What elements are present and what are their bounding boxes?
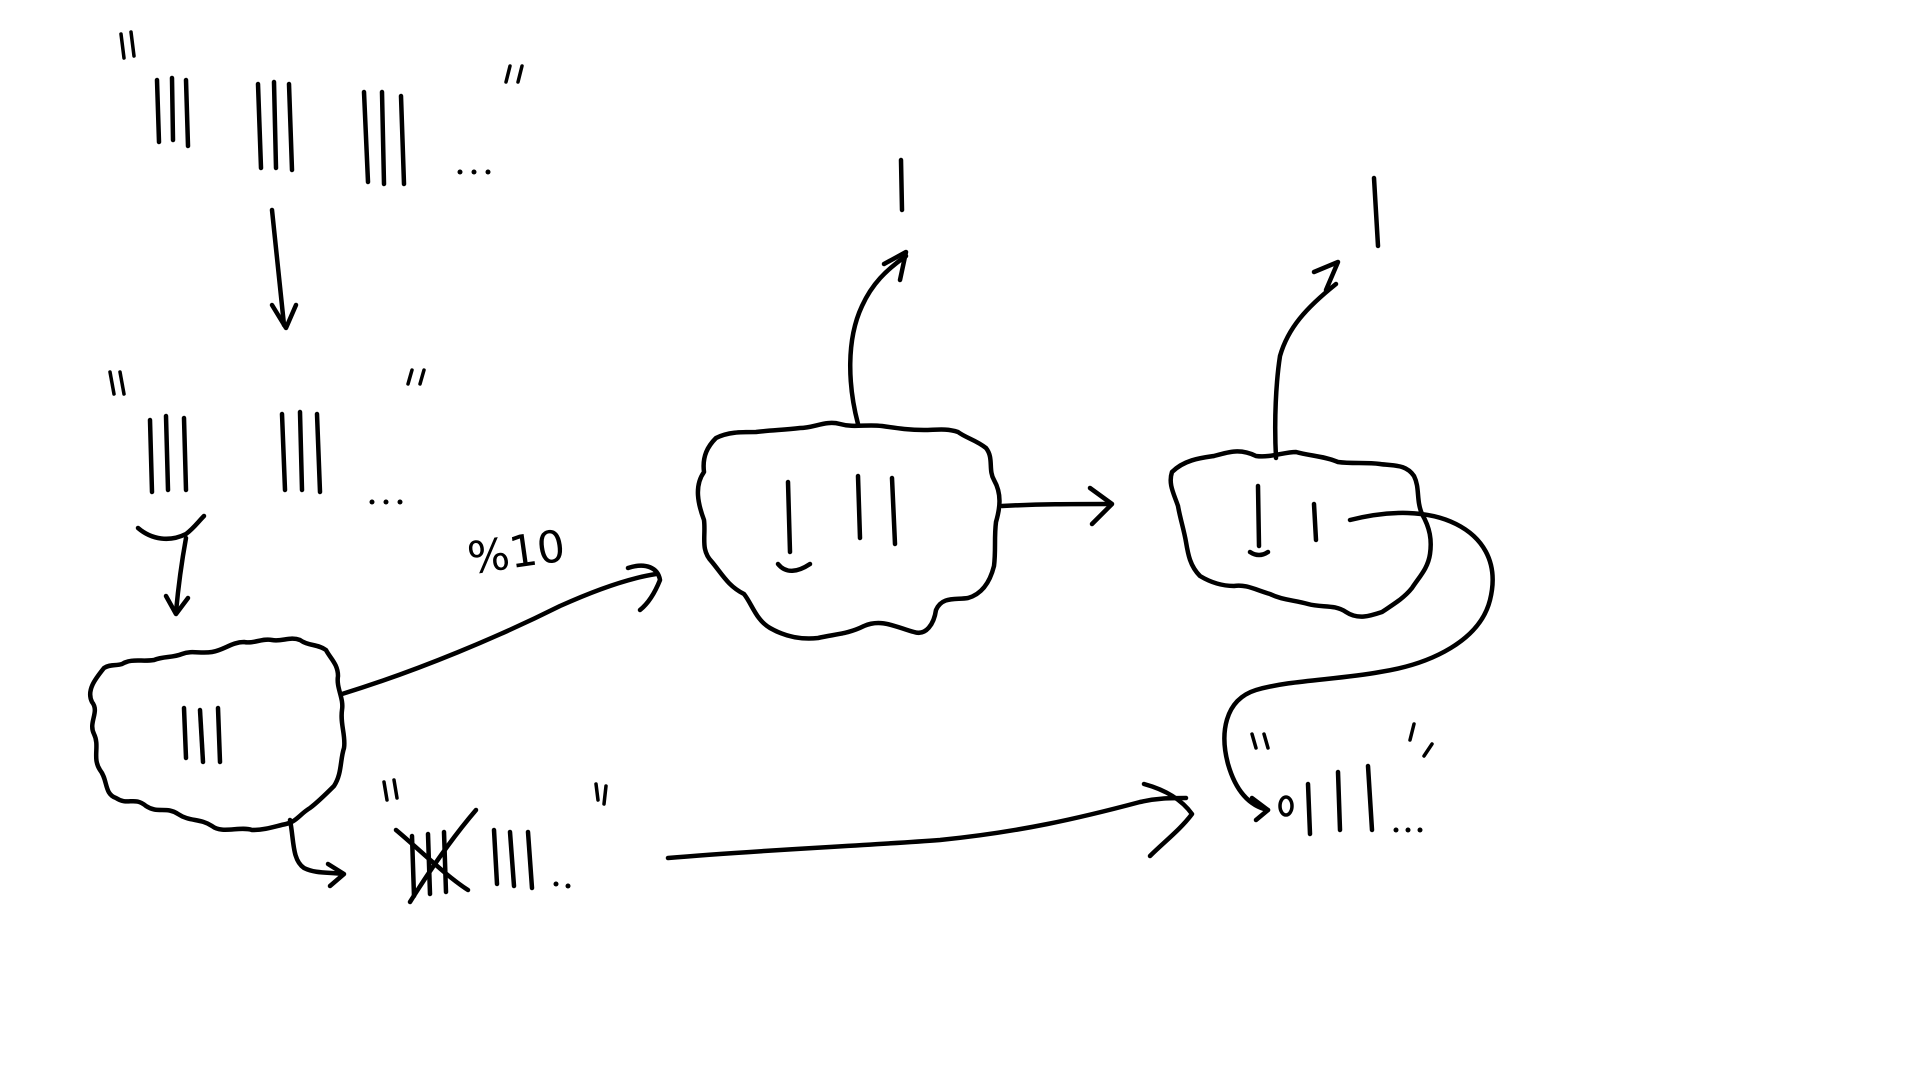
close-quote-mark bbox=[504, 64, 524, 84]
ellipsis-dots bbox=[369, 499, 403, 505]
tally-group bbox=[1305, 763, 1375, 837]
ellipsis-dots bbox=[1393, 827, 1423, 833]
tally-group-2 bbox=[255, 79, 295, 173]
zero-mark bbox=[1278, 795, 1294, 817]
tally-group-3 bbox=[361, 89, 407, 187]
cloud-node-1 bbox=[87, 636, 347, 833]
tally-marks bbox=[1247, 483, 1319, 558]
tally-marks bbox=[775, 473, 898, 573]
long-arrow-right bbox=[665, 781, 1195, 861]
loop-arrow bbox=[1222, 510, 1495, 823]
final-sequence bbox=[1250, 722, 1434, 837]
cloud-node-3 bbox=[1168, 449, 1433, 619]
remainder-arrow bbox=[287, 817, 347, 889]
close-quote-mark bbox=[594, 782, 608, 806]
ellipsis-dots bbox=[553, 881, 571, 889]
arrow-down-1 bbox=[269, 207, 299, 331]
tally-group-2 bbox=[279, 409, 323, 495]
take-first-group-arrow bbox=[135, 513, 207, 617]
input-sequence-top bbox=[119, 30, 524, 187]
close-quote-mark bbox=[1408, 722, 1434, 758]
remaining-sequence bbox=[108, 368, 426, 505]
close-quote-mark bbox=[406, 368, 426, 386]
tally-group-1 bbox=[154, 75, 191, 149]
tally-group bbox=[491, 827, 535, 891]
output-arrow-1 bbox=[848, 249, 909, 427]
tally-group-1 bbox=[147, 413, 189, 495]
modulo-arrow bbox=[339, 563, 663, 697]
output-tally-2 bbox=[1371, 175, 1381, 249]
modulo-label: %10 bbox=[464, 521, 568, 585]
crossed-out-sequence bbox=[382, 778, 608, 905]
open-quote-mark bbox=[119, 30, 136, 60]
open-quote-mark bbox=[1250, 732, 1270, 750]
output-tally-1 bbox=[898, 157, 905, 213]
ellipsis-dots bbox=[457, 169, 491, 175]
tally-marks bbox=[181, 705, 223, 765]
arrow-right-2 bbox=[999, 485, 1115, 527]
output-arrow-2 bbox=[1272, 259, 1341, 461]
struck-tally-group bbox=[393, 807, 479, 905]
open-quote-mark bbox=[382, 778, 399, 802]
cloud-node-2 bbox=[695, 420, 1002, 641]
open-quote-mark bbox=[108, 370, 126, 396]
